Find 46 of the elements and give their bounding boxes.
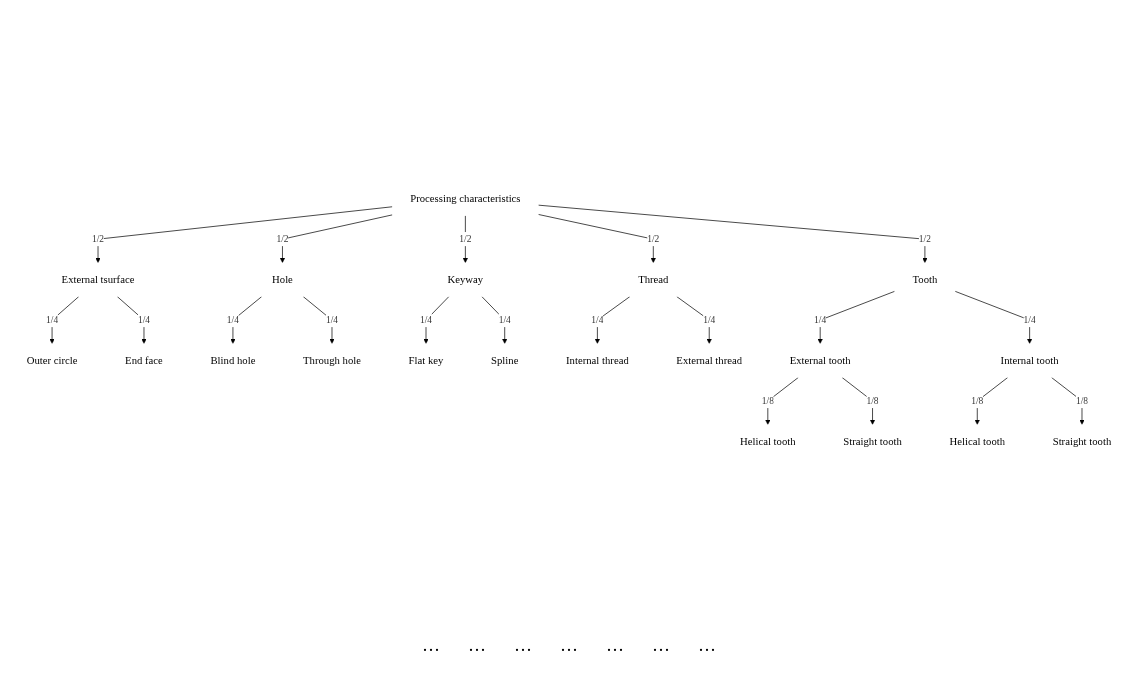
node-text: End face	[125, 354, 163, 367]
edge-label: 1/8	[866, 395, 879, 406]
node-text: Tooth	[912, 273, 938, 286]
edge-label: 1/4	[498, 314, 511, 325]
edge-label: 1/4	[325, 314, 339, 325]
ellipsis-label: ···	[514, 640, 532, 660]
edge-label: 1/4	[137, 314, 151, 325]
node-text: External thread	[676, 354, 743, 367]
node-text: Hole	[272, 273, 293, 286]
node-text: Processing characteristics	[410, 192, 521, 205]
node-text: Outer circle	[26, 354, 78, 367]
node-text: Flat key	[408, 354, 444, 367]
node-text: Helical tooth	[740, 435, 796, 448]
edge-label: 1/8	[971, 395, 984, 406]
edge-label: 1/4	[419, 314, 433, 325]
node-text: Spline	[491, 354, 519, 367]
edge-label: 1/8	[1075, 395, 1089, 406]
edge-label: 1/4	[703, 314, 716, 325]
node-text: Keyway	[447, 273, 484, 286]
ellipsis-label: ···	[697, 640, 716, 660]
node-text: Blind hole	[210, 354, 256, 367]
node-text: Through hole	[303, 354, 362, 367]
node-text: Straight tooth	[1052, 435, 1112, 448]
edge-label: 1/2	[276, 233, 289, 244]
edge-label: 1/2	[647, 233, 660, 244]
edge-label: 1/4	[814, 314, 827, 325]
edge-label: 1/4	[46, 314, 59, 325]
node-text: Straight tooth	[843, 435, 902, 448]
edge-label: 1/2	[918, 233, 932, 244]
node-text: Thread	[638, 273, 669, 286]
ellipsis-label: ···	[560, 640, 578, 660]
node-text: Internal thread	[566, 354, 629, 367]
node-text: External tsurface	[61, 273, 135, 286]
ellipsis-label: ···	[606, 640, 624, 660]
edge-label: 1/8	[761, 395, 774, 406]
ellipsis-label: ···	[651, 640, 670, 660]
node-text: External tooth	[789, 354, 851, 367]
node-text: Internal tooth	[1000, 354, 1059, 367]
ellipsis-label: ···	[422, 640, 441, 660]
edge-label: 1/4	[226, 314, 240, 325]
edge-label: 1/2	[91, 233, 105, 244]
edge-label: 1/4	[591, 314, 604, 325]
edge-label: 1/2	[459, 233, 472, 244]
node-text: Helical tooth	[949, 435, 1006, 448]
ellipsis-label: ···	[468, 640, 486, 660]
edge-label: 1/4	[1023, 314, 1036, 325]
